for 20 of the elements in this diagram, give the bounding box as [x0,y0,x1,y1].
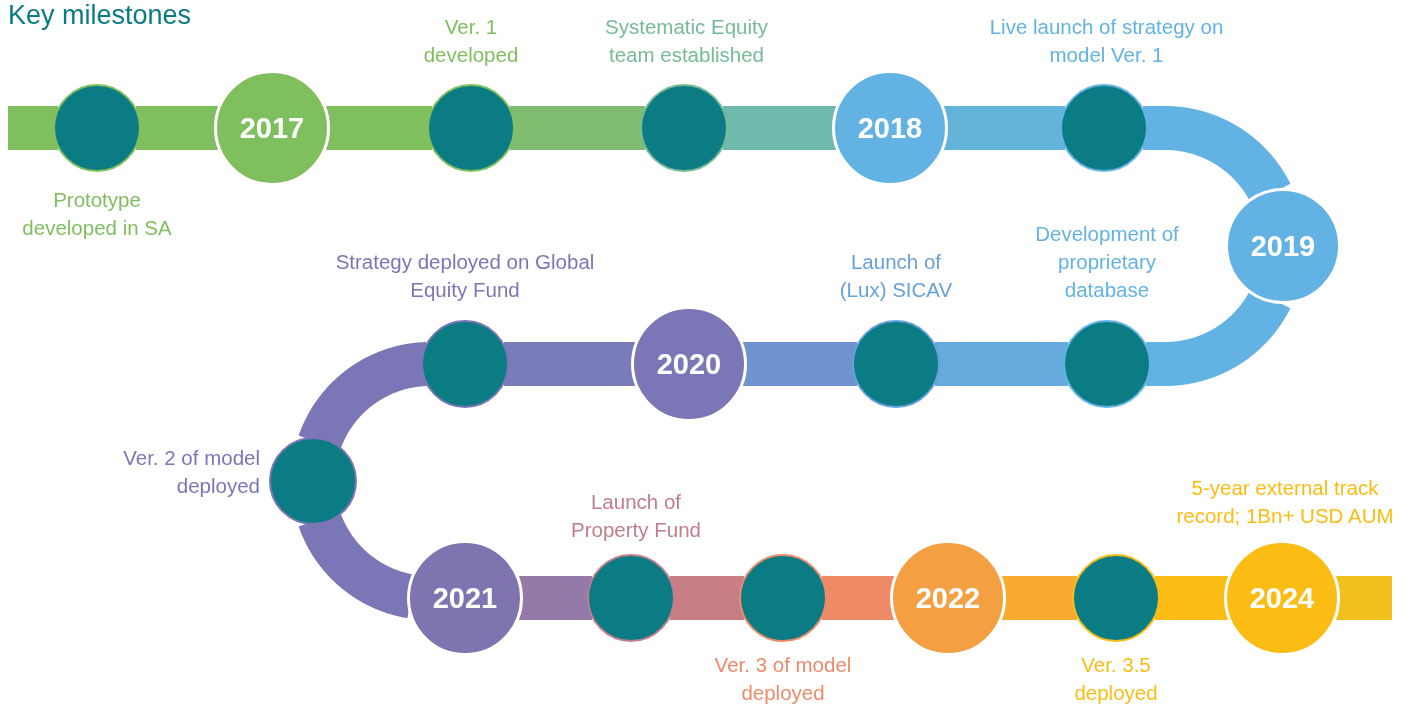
milestone-label: 5-year external track record; 1Bn+ USD AUM [1175,475,1395,529]
title: Key milestones [8,0,192,31]
year-label: 2019 [1250,229,1316,263]
milestone-label: Development of proprietary database [1034,221,1180,303]
year-label: 2024 [1249,581,1315,615]
milestone-label: Ver. 2 of model deployed [122,445,260,499]
year-label: 2022 [915,581,981,615]
year-label: 2020 [656,347,722,381]
milestone-label: Ver. 1 developed [422,14,520,68]
milestone-label: Ver. 3.5 deployed [1073,652,1159,704]
milestone-label: Live launch of strategy on model Ver. 1 [989,14,1224,68]
milestone-label: Strategy deployed on Global Equity Fund [334,249,596,303]
milestone-label: Systematic Equity team established [604,14,769,68]
milestone-label: Prototype developed in SA [21,187,173,241]
year-label: 2017 [239,111,305,145]
milestone-label: Launch of (Lux) SICAV [838,249,954,303]
milestone-label: Ver. 3 of model deployed [713,652,853,704]
year-label: 2018 [857,111,923,145]
year-label: 2021 [432,581,498,615]
milestone-label: Launch of Property Fund [570,489,702,543]
